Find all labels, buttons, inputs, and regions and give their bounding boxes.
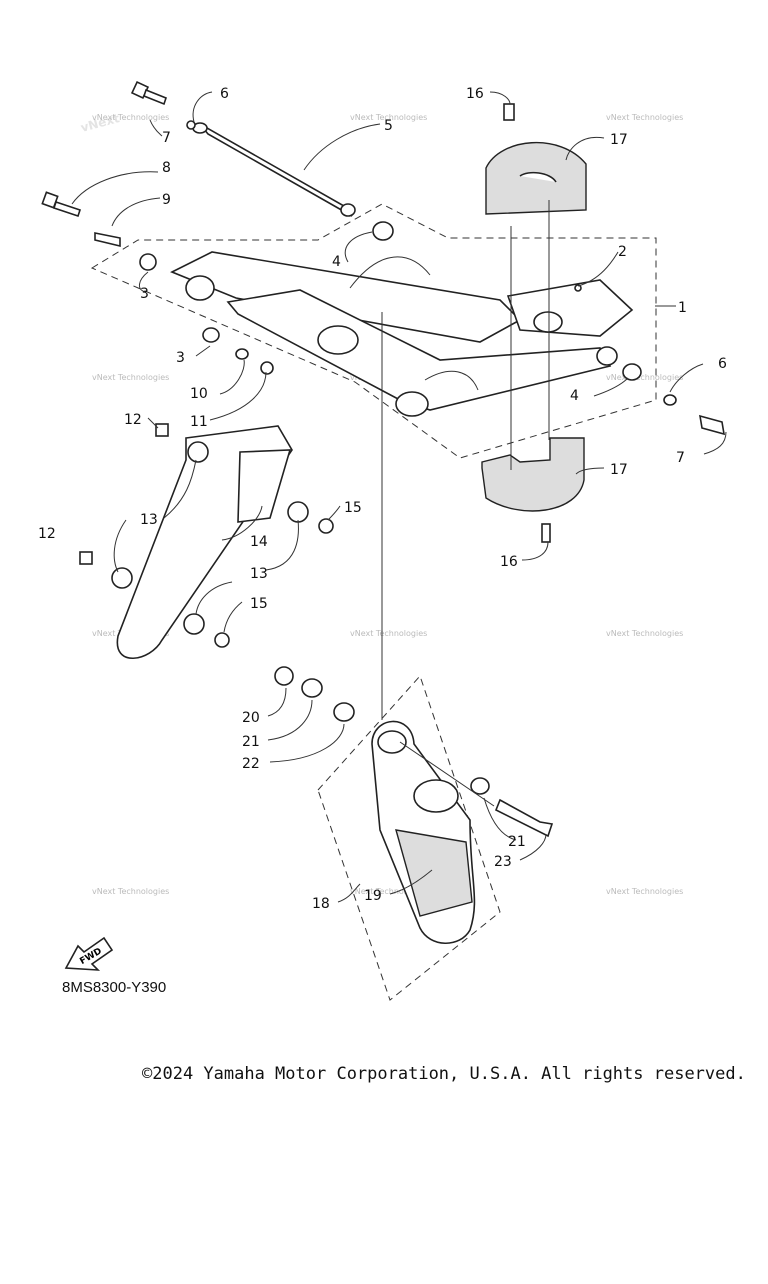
watermark-text: vNext Technologies (606, 887, 683, 896)
callout-9: 9 (162, 192, 171, 208)
callout-3: 3 (140, 286, 149, 302)
watermark-text: vNext Technologies (606, 629, 683, 638)
callout-7-right: 7 (676, 450, 685, 466)
callout-15-lower: 15 (250, 596, 268, 612)
diagram-code: 8MS8300-Y390 (62, 979, 167, 996)
watermark-text: vNext Technologies (350, 887, 427, 896)
callout-18: 18 (312, 896, 330, 912)
shock-absorber-part (274, 312, 554, 944)
callout-2: 2 (618, 244, 627, 260)
callout-12: 12 (124, 412, 142, 428)
watermark-text: vNext Technologies (92, 887, 169, 896)
callout-21: 21 (242, 734, 260, 750)
callout-17-lower: 17 (610, 462, 628, 478)
watermark-text: vNext Technologies (92, 113, 169, 122)
swingarm-assembly-outline (90, 203, 657, 459)
callout-22: 22 (242, 756, 260, 772)
callout-11: 11 (190, 414, 208, 430)
shaft-part (192, 122, 356, 217)
callout-23: 23 (494, 854, 512, 870)
callout-8: 8 (162, 160, 171, 176)
watermark-text: vNext Technologies (606, 373, 683, 382)
callout-20: 20 (242, 710, 260, 726)
callout-7: 7 (162, 130, 171, 146)
callout-4: 4 (332, 254, 341, 270)
callout-15: 15 (344, 500, 362, 516)
callout-14: 14 (250, 534, 268, 550)
callout-19: 19 (364, 888, 382, 904)
callout-4-right: 4 (570, 388, 579, 404)
watermark-text: vNext Technologies (350, 113, 427, 122)
watermark-text: vNext Technologies (92, 373, 169, 382)
callout-12-lower: 12 (38, 526, 56, 542)
leader-lines (71, 91, 727, 903)
swingarm-part (170, 251, 634, 417)
callout-10: 10 (190, 386, 208, 402)
bolt-parts (41, 80, 394, 375)
callout-13-lower: 13 (250, 566, 268, 582)
callout-labels: 1 2 3 3 4 4 5 6 6 7 7 8 9 10 11 12 12 13… (38, 86, 727, 912)
callout-6-right: 6 (718, 356, 727, 372)
callout-6: 6 (220, 86, 229, 102)
watermark-text: vNext Technologies (606, 113, 683, 122)
callout-5: 5 (384, 118, 393, 134)
fwd-arrow-icon: FWD (64, 936, 114, 971)
callout-1: 1 (678, 300, 687, 316)
callout-17: 17 (610, 132, 628, 148)
link-bracket-part (79, 423, 334, 660)
callout-3-lower: 3 (176, 350, 185, 366)
cover-parts (481, 103, 587, 543)
callout-16: 16 (466, 86, 484, 102)
callout-16-lower: 16 (500, 554, 518, 570)
watermark-text: vNext Technologies (350, 629, 427, 638)
copyright-notice: ©2024 Yamaha Motor Corporation, U.S.A. A… (142, 1064, 746, 1084)
shock-assembly-outline (317, 675, 501, 1001)
callout-21-right: 21 (508, 834, 526, 850)
callout-13: 13 (140, 512, 158, 528)
washer-parts (622, 363, 725, 436)
